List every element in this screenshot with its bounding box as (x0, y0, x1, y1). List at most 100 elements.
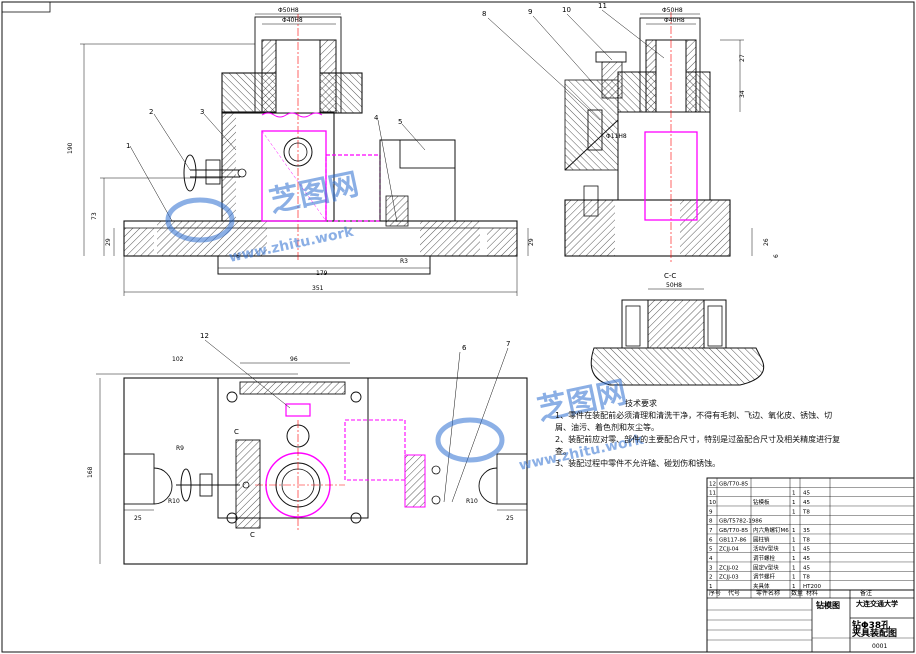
side-dim-6: 6 (773, 254, 780, 258)
top-dim-r10-right: R10 (466, 498, 478, 505)
bom-cell-mat: T8 (802, 509, 810, 515)
bom-header-note: 备注 (860, 589, 872, 597)
bom-cell-name: 内六角螺钉M6 (753, 526, 789, 534)
bom-cell-name: 固定V型块 (753, 563, 779, 571)
drawing-title-line2: 夹具装配图 (852, 627, 897, 639)
requirement-item-1: 1、零件在装配前必须清理和清洗干净，不得有毛刺、飞边、氧化皮、锈蚀、切屑、油污、… (555, 411, 833, 432)
bom-cell-name: 调节螺杆 (753, 573, 776, 581)
top-dim-25-left: 25 (134, 515, 142, 522)
bom-cell-name: 钻模板 (753, 498, 770, 506)
bom-cell-qty: 1 (792, 565, 796, 571)
bom-cell-no: 9 (709, 509, 713, 515)
bom-cell-name: 调节螺栓 (753, 554, 776, 562)
front-view-labels: Φ50H8 Φ40H8 190 73 29 179 351 6 R3 29 1 … (67, 7, 535, 292)
watermark-logo-icon-2 (435, 417, 505, 463)
section-cc (590, 288, 765, 386)
bom-cell-qty: 1 (792, 537, 796, 543)
drawing-title-line1: 钻Φ38孔 (852, 619, 890, 631)
bom-cell-code: GB/T70-85 (719, 481, 749, 487)
bom-cell-no: 6 (709, 537, 713, 543)
requirements-title: 技术要求 (625, 399, 657, 408)
top-dim-left: 102 (172, 356, 184, 363)
side-balloon-10: 10 (562, 6, 571, 14)
bom-cell-name: 圆柱销 (753, 535, 770, 543)
requirement-item-2: 2、装配前应对零、部件的主要配合尺寸，特别是过盈配合尺寸及相关精度进行复查。 (555, 435, 841, 456)
side-dim-hole: Φ11H8 (606, 133, 627, 140)
front-dim-radius: R3 (400, 258, 408, 265)
bom-header-name: 零件名称 (756, 589, 780, 597)
title-block: 大连交通大学 钻Φ38孔 夹具装配图 钻模图 0001 (816, 599, 898, 650)
bom-cell-name: 夹具体 (753, 582, 770, 590)
bom-cell-no: 1 (709, 584, 713, 590)
top-dim-r10-left: R10 (168, 498, 180, 505)
bom-cell-mat: T8 (802, 537, 810, 543)
front-dim-small: 6 (236, 253, 240, 260)
bom-cell-no: 11 (709, 491, 716, 497)
bom-cell-code: GB/T70-85 (719, 528, 749, 534)
bom-header-code: 代号 (728, 589, 740, 597)
bom-cell-code: GB117-86 (719, 537, 747, 543)
top-dim-r9: R9 (176, 445, 184, 452)
bom-cell-mat: 45 (803, 565, 810, 571)
side-dim-27: 27 (739, 54, 746, 62)
top-section-mark-lower: C (250, 531, 255, 539)
side-balloon-11: 11 (598, 2, 607, 10)
front-dim-base-thickness-right: 29 (528, 238, 535, 246)
bom-cell-mat: 45 (803, 556, 810, 562)
bom-cell-mat: HT200 (803, 584, 821, 590)
top-dim-25-right: 25 (506, 515, 514, 522)
bom-cell-no: 8 (709, 519, 713, 525)
watermark-brand: 芝图网 (266, 167, 361, 220)
sheet-number: 0001 (872, 643, 887, 650)
bom-header-no: 序号 (709, 589, 721, 597)
front-balloon-3: 3 (200, 108, 204, 116)
bom-cell-no: 2 (709, 575, 713, 581)
technical-requirements: 技术要求 1、零件在装配前必须清理和清洗干净，不得有毛刺、飞边、氧化皮、锈蚀、切… (555, 398, 845, 470)
top-dim-height: 168 (87, 466, 94, 478)
top-balloon-7: 7 (506, 340, 510, 348)
front-dim-bore-inner: Φ40H8 (282, 17, 303, 24)
front-dim-width-inner: 179 (316, 270, 328, 277)
bom-cell-qty: 1 (792, 491, 796, 497)
side-dim-bore-inner: Φ40H8 (664, 17, 685, 24)
bom-cell-no: 12 (709, 481, 716, 487)
bom-cell-no: 7 (709, 528, 713, 534)
bom-cell-no: 3 (709, 565, 713, 571)
bom-cell-code: ZCJJ-03 (719, 575, 739, 581)
bom-cell-qty: 1 (792, 556, 796, 562)
side-balloon-9: 9 (528, 8, 532, 16)
top-balloon-12: 12 (200, 332, 209, 340)
drawing-code: 钻模图 (816, 600, 840, 610)
front-dim-overall-height: 190 (67, 142, 74, 154)
front-dim-base-height: 73 (91, 212, 98, 220)
top-view-labels: 102 96 168 R9 R10 R10 25 25 C C 12 6 7 (87, 332, 514, 539)
top-section-mark-upper: C (234, 428, 239, 436)
top-view (96, 339, 528, 565)
bom-cell-mat: 45 (803, 491, 810, 497)
watermark-logo-icon (165, 197, 235, 243)
bom-cell-qty: 1 (792, 509, 796, 515)
bom-cell-no: 10 (709, 500, 716, 506)
bom-header: 序号 代号 零件名称 数量 材料 备注 (709, 589, 872, 597)
side-view-labels: Φ50H8 Φ40H8 27 34 26 6 Φ11H8 8 9 10 11 (482, 2, 780, 258)
bom-cell-no: 5 (709, 547, 713, 553)
bom-cell-mat: 45 (803, 500, 810, 506)
top-dim-span: 96 (290, 356, 298, 363)
front-dim-base-thickness: 29 (105, 238, 112, 246)
front-balloon-5: 5 (398, 118, 402, 126)
requirement-item-3: 3、装配过程中零件不允许磕、碰划伤和锈蚀。 (555, 459, 721, 468)
front-view (80, 13, 529, 296)
bom-header-mat: 材料 (806, 589, 818, 597)
bom-cell-qty: 1 (792, 584, 796, 590)
bom-cell-mat: 35 (803, 528, 810, 534)
bom-cell-no: 4 (709, 556, 713, 562)
bom-cell-name: 活动V型块 (753, 545, 779, 553)
bom-cell-qty: 1 (792, 547, 796, 553)
side-dim-bore-outer: Φ50H8 (662, 7, 683, 14)
side-dim-34: 34 (739, 90, 746, 98)
bom-cell-code: ZCJJ-02 (719, 565, 739, 571)
bom-cell-mat: 45 (803, 547, 810, 553)
front-balloon-4: 4 (374, 114, 379, 122)
